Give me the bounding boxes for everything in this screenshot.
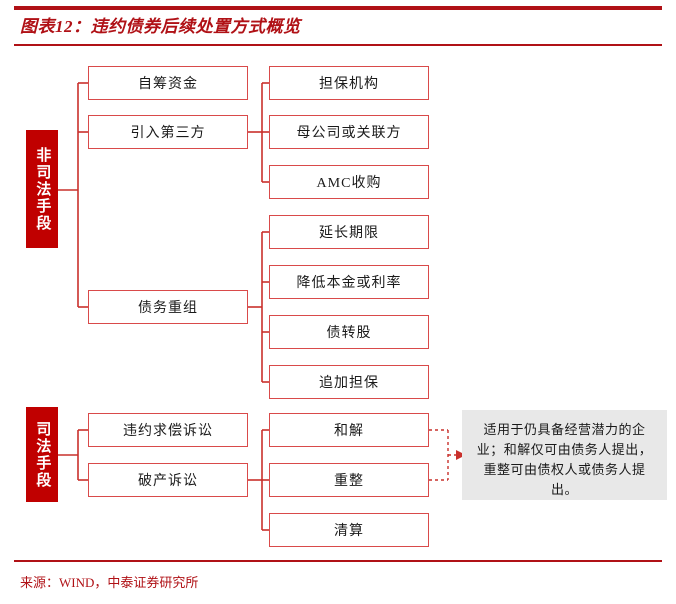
title-bottom-rule — [14, 44, 662, 46]
node-third-party[interactable]: 引入第三方 — [88, 115, 248, 149]
annotation-note: 适用于仍具备经营潜力的企业；和解仅可由债务人提出，重整可由债权人或债务人提出。 — [462, 410, 667, 500]
node-default-claim-litigation[interactable]: 违约求偿诉讼 — [88, 413, 248, 447]
node-amc-acquisition[interactable]: AMC收购 — [269, 165, 429, 199]
annotation-arrow-icon — [456, 450, 466, 460]
node-settlement[interactable]: 和解 — [269, 413, 429, 447]
node-reduce-principal-or-rate[interactable]: 降低本金或利率 — [269, 265, 429, 299]
node-additional-collateral[interactable]: 追加担保 — [269, 365, 429, 399]
footer-rule — [14, 560, 662, 562]
node-guarantee-institution[interactable]: 担保机构 — [269, 66, 429, 100]
band-judicial: 司法手段 — [26, 407, 58, 502]
node-liquidation[interactable]: 清算 — [269, 513, 429, 547]
node-self-financing[interactable]: 自筹资金 — [88, 66, 248, 100]
node-parent-or-affiliate[interactable]: 母公司或关联方 — [269, 115, 429, 149]
annotation-dashed-connector — [429, 429, 456, 481]
source-label: 来源：WIND，中泰证券研究所 — [20, 575, 199, 590]
node-extend-maturity[interactable]: 延长期限 — [269, 215, 429, 249]
node-reorganization[interactable]: 重整 — [269, 463, 429, 497]
page-title: 图表12：违约债券后续处置方式概览 — [20, 17, 301, 36]
band-non-judicial: 非司法手段 — [26, 130, 58, 248]
title-top-rule — [14, 6, 662, 10]
node-debt-restructuring[interactable]: 债务重组 — [88, 290, 248, 324]
node-debt-to-equity[interactable]: 债转股 — [269, 315, 429, 349]
node-bankruptcy-litigation[interactable]: 破产诉讼 — [88, 463, 248, 497]
